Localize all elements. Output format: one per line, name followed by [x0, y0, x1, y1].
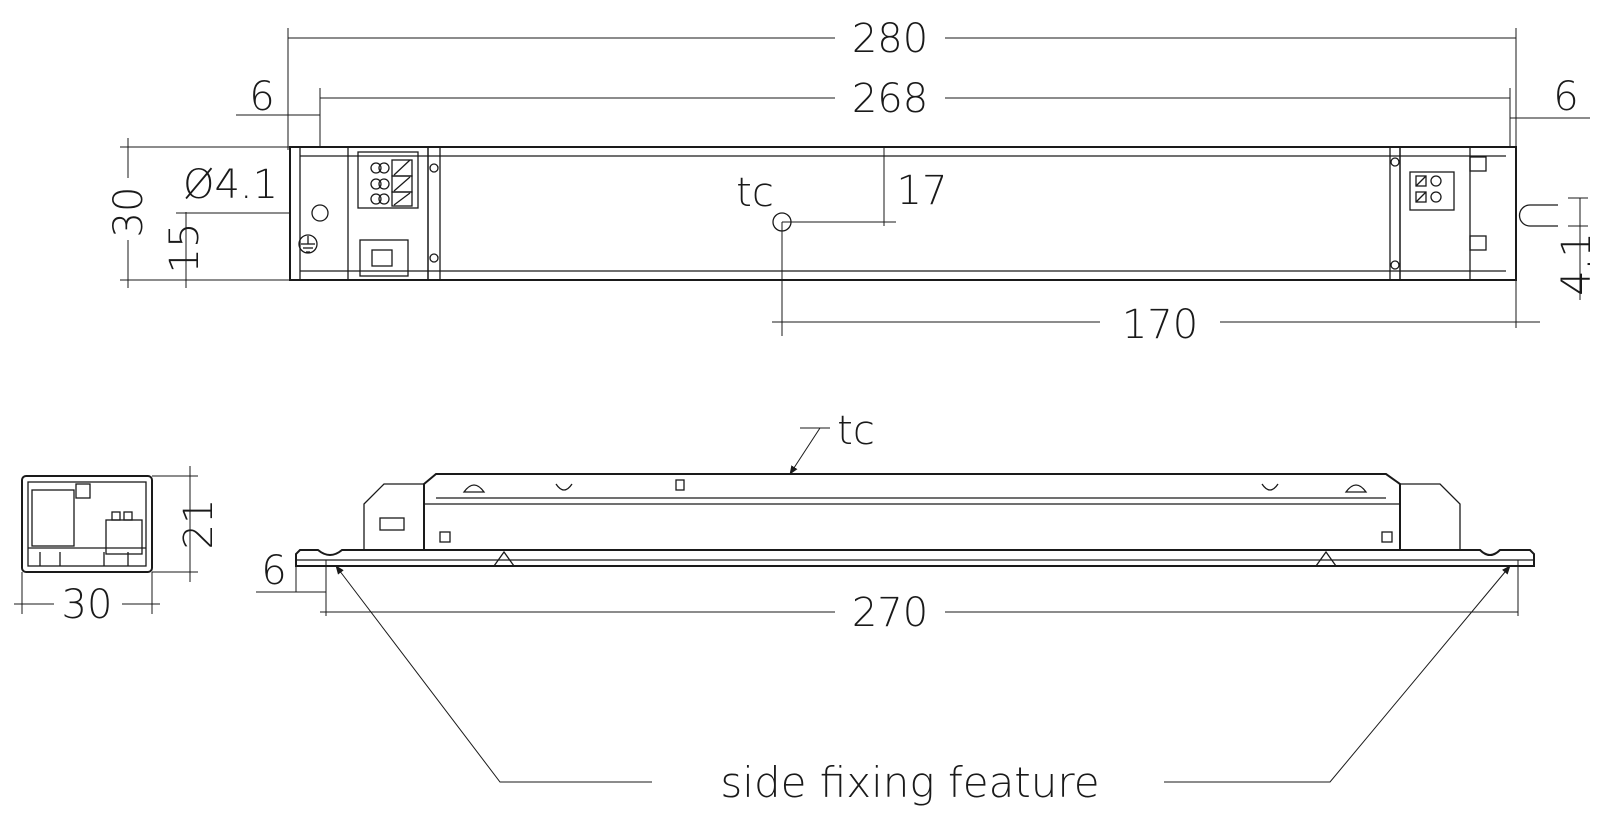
dimension-half-width: 15	[162, 223, 208, 274]
dimension-tc-offset-x: 170	[1122, 302, 1198, 348]
tc-label-top: tc	[736, 170, 774, 216]
right-terminal-block	[1389, 146, 1558, 281]
dimension-slot-width: 4.1	[1554, 232, 1600, 296]
driver-housing-top	[289, 146, 1517, 281]
top-view: 280 268 6 6 30 15 Ø4.1	[106, 16, 1600, 348]
left-terminal-block	[298, 146, 441, 281]
dimension-width: 30	[106, 187, 152, 238]
dimension-right-offset: 6	[1553, 74, 1578, 120]
ground-symbol-icon	[298, 234, 318, 254]
side-view: tc 6 270 side fixing feature	[256, 408, 1535, 807]
dimension-side-offset: 6	[261, 548, 286, 594]
end-view: 21 30	[14, 466, 222, 628]
dimension-tc-offset-y: 17	[897, 168, 948, 214]
dimension-overall-length: 280	[852, 16, 928, 62]
dimension-mounting-length: 268	[852, 76, 928, 122]
base-plate	[295, 549, 1535, 567]
tc-label-side: tc	[837, 408, 875, 454]
mounting-hole	[311, 204, 329, 222]
side-fixing-feature-label: side fixing feature	[720, 758, 1099, 807]
dimension-side-length: 270	[852, 590, 928, 636]
dimension-hole-diameter: Ø4.1	[183, 162, 278, 208]
dimension-end-width: 30	[62, 582, 113, 628]
dimension-height: 21	[176, 499, 222, 550]
dimension-left-offset: 6	[249, 74, 274, 120]
